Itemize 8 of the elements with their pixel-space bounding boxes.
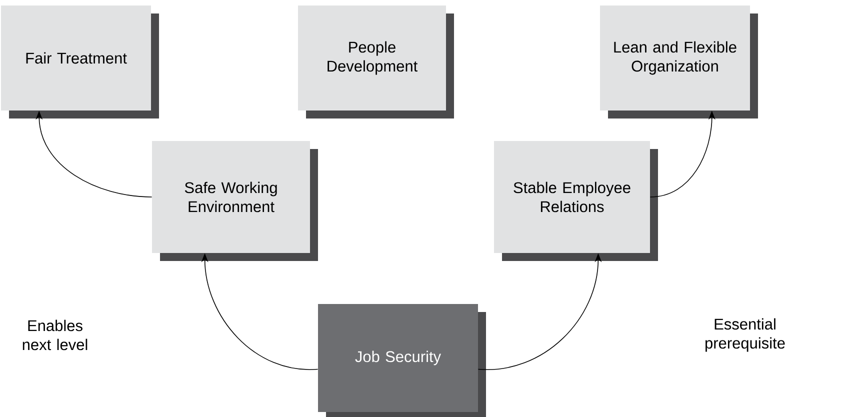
level-box: Stable Employee Relations — [494, 141, 658, 261]
level-box: Safe Working Environment — [152, 141, 318, 261]
foundation-box: Job Security — [318, 304, 486, 417]
note-text: Essential prerequisite — [706, 318, 785, 352]
goal-box: Fair Treatment — [1, 6, 159, 118]
goal-box: People Development — [298, 6, 454, 118]
note-text: Enables next level — [22, 320, 88, 350]
goal-box: Lean and Flexible Organization — [600, 6, 758, 118]
